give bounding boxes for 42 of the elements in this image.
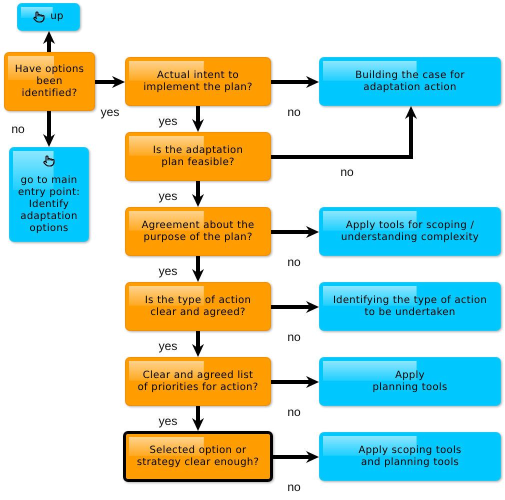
question-box bbox=[4, 52, 95, 111]
action-box bbox=[319, 357, 501, 406]
arrow bbox=[273, 451, 319, 463]
box-text: Selected option or strategy clear enough? bbox=[136, 444, 260, 468]
arrow bbox=[95, 76, 125, 88]
arrow bbox=[192, 406, 204, 431]
box-text: Is the adaptation plan feasible? bbox=[152, 144, 244, 168]
question-box bbox=[125, 57, 271, 106]
box-text: Building the case for adaptation action bbox=[354, 70, 466, 94]
action-box bbox=[17, 3, 80, 31]
arrow bbox=[271, 301, 319, 313]
box-text: up bbox=[50, 11, 64, 23]
arrow bbox=[43, 31, 55, 52]
box-text: Apply tools for scoping / understanding complexity bbox=[340, 220, 480, 244]
box-text: Actual intent to implement the plan? bbox=[142, 70, 254, 94]
box-text: Have options been identified? bbox=[14, 64, 86, 100]
box-text: go to main entry point: Identify adaptation options bbox=[16, 174, 82, 234]
arrow bbox=[271, 76, 319, 88]
question-box bbox=[125, 282, 271, 331]
arrow bbox=[271, 106, 417, 159]
action-box bbox=[319, 432, 501, 481]
box-text: Identifying the type of action to be undertaken bbox=[332, 294, 488, 318]
question-box bbox=[125, 357, 271, 406]
box-text: Apply scoping tools and planning tools bbox=[357, 444, 463, 468]
question-box bbox=[123, 431, 273, 482]
arrow bbox=[192, 181, 204, 207]
arrow bbox=[192, 256, 204, 282]
action-box bbox=[9, 147, 89, 242]
arrow bbox=[271, 376, 319, 388]
arrow bbox=[192, 331, 204, 357]
question-box bbox=[125, 132, 271, 181]
action-box bbox=[319, 282, 501, 331]
arrow bbox=[43, 111, 55, 147]
question-box bbox=[125, 207, 271, 256]
action-box bbox=[319, 207, 501, 256]
arrow bbox=[192, 106, 204, 132]
box-text: Agreement about the purpose of the plan? bbox=[140, 220, 256, 244]
box-text: Clear and agreed list of priorities for action? bbox=[136, 370, 260, 394]
box-text: Is the type of action clear and agreed? bbox=[144, 294, 252, 318]
arrow bbox=[271, 226, 319, 238]
box-text: Apply planning tools bbox=[372, 370, 448, 394]
action-box bbox=[319, 57, 501, 106]
